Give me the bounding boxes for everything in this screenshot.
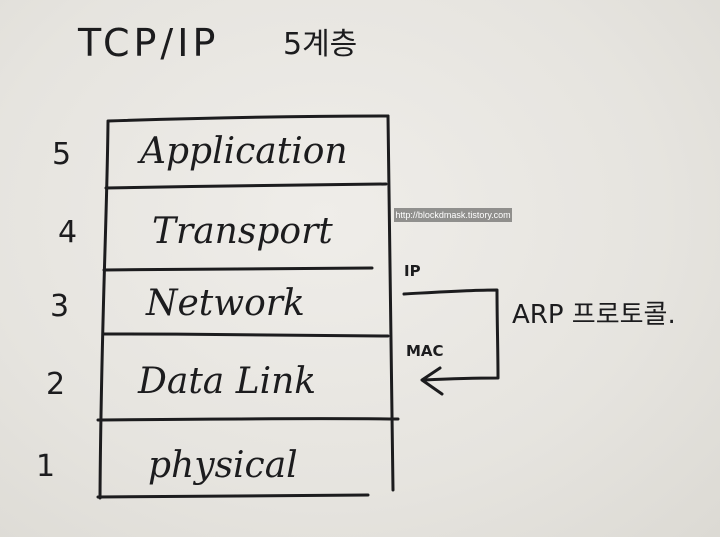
stack-top-line (106, 114, 390, 123)
stack-bottom-line (96, 493, 370, 499)
arrow-head-icon (420, 366, 444, 396)
layer-number-5: 5 (52, 137, 72, 172)
divider-3-2 (102, 332, 390, 338)
stack-right-edge (386, 114, 395, 492)
layer-number-3: 3 (50, 289, 70, 324)
arp-bracket (402, 288, 500, 382)
layer-name-data-link: Data Link (138, 361, 317, 402)
divider-2-1 (96, 417, 400, 422)
divider-4-3 (102, 266, 374, 272)
layer-name-physical: physical (148, 445, 298, 486)
mac-label: MAC (406, 342, 444, 360)
layer-number-2: 2 (46, 367, 66, 402)
layer-number-1: 1 (36, 449, 56, 484)
watermark: http://blockdmask.tistory.com (394, 208, 512, 222)
ip-label: IP (404, 262, 421, 280)
diagram-title: TCP/IP (78, 21, 220, 65)
layer-name-transport: Transport (152, 211, 333, 252)
layer-number-4: 4 (58, 215, 78, 250)
stack-left-edge (98, 120, 110, 500)
arp-protocol-label: ARP 프로토콜. (512, 300, 676, 330)
layer-name-network: Network (146, 283, 305, 324)
divider-5-4 (104, 182, 388, 190)
layer-name-application: Application (140, 131, 348, 172)
diagram-title-suffix: 5계층 (283, 27, 358, 62)
